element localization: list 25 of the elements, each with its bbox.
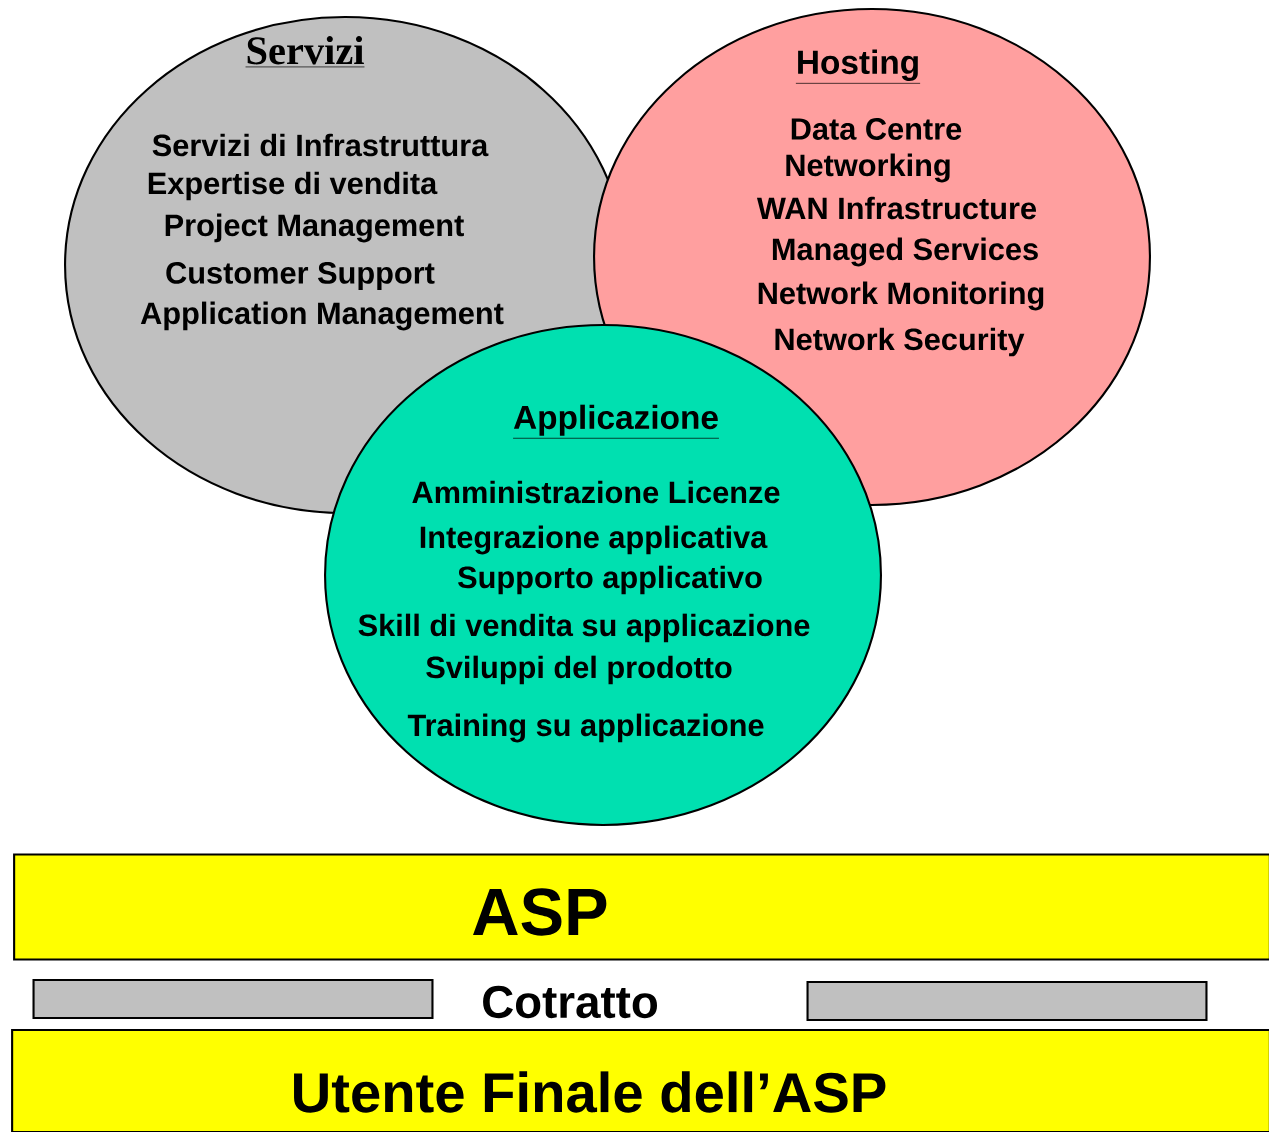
item-text: Sviluppi del prodotto: [426, 655, 732, 685]
item-text: Servizi di Infrastruttura: [152, 133, 489, 157]
item-text: Expertise di vendita: [148, 171, 438, 201]
item-text: Customer Support: [166, 262, 435, 290]
item-text: Supporto applicativo: [458, 565, 762, 595]
category-heading: Hosting: [795, 49, 921, 84]
category-heading: Servizi: [245, 36, 365, 68]
item-text: Integrazione applicativa: [420, 525, 768, 555]
category-heading: Applicazione: [512, 404, 720, 439]
item-text: Skill di vendita su applicazione: [358, 613, 810, 643]
layer-title: Utente Finale dell’ASP: [294, 1071, 886, 1113]
item-text: Network Monitoring: [758, 281, 1044, 311]
item-text: Amministrazione Licenze: [412, 480, 780, 504]
contract-bar: [32, 978, 434, 1020]
label-text: Cotratto: [483, 985, 657, 1019]
item-text: WAN Infrastructure: [756, 196, 1036, 220]
layer-title: ASP: [473, 888, 607, 936]
item-text: Network Security: [775, 327, 1025, 357]
contract-bar: [806, 980, 1208, 1022]
item-text: Training su applicazione: [407, 713, 764, 743]
item-text: Project Management: [165, 213, 464, 243]
item-text: Application Management: [140, 301, 504, 331]
item-text: Managed Services: [772, 237, 1038, 267]
item-text: Data Centre: [791, 118, 962, 140]
item-text: Networking: [786, 153, 950, 183]
